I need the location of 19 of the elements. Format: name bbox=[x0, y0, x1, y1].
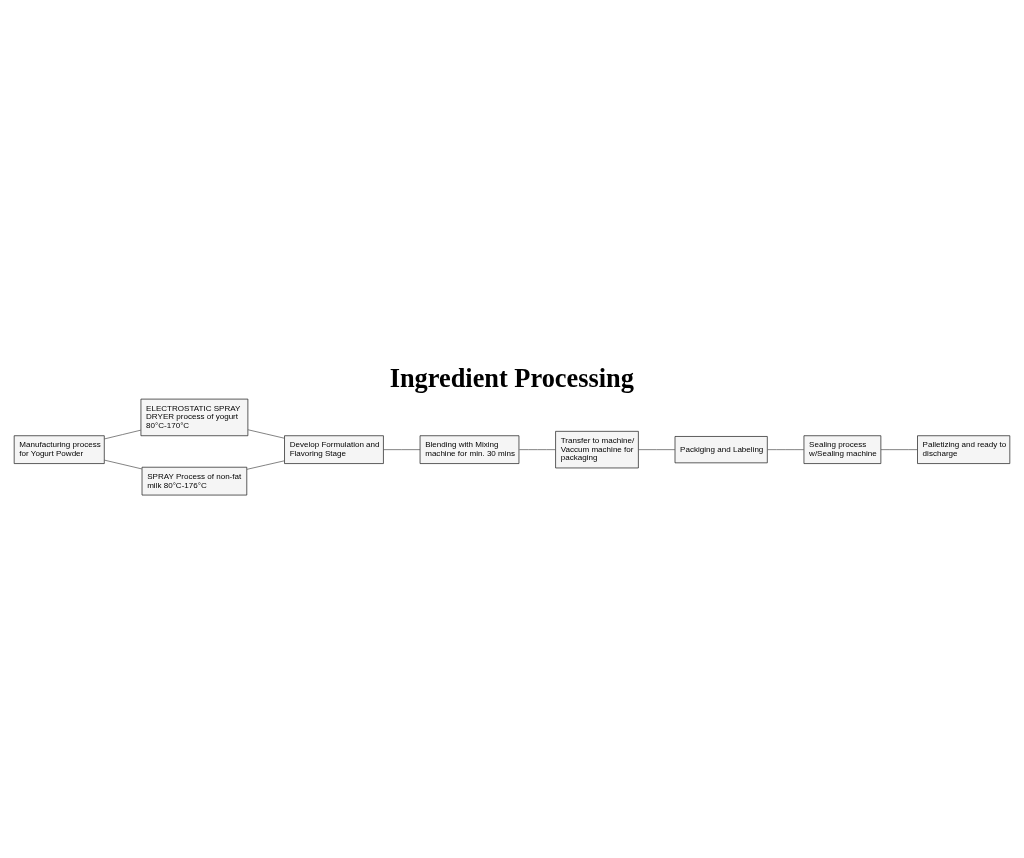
connector bbox=[518, 448, 556, 450]
connector bbox=[246, 459, 285, 470]
node-box: Manufacturing process for Yogurt Powder bbox=[13, 434, 105, 464]
node-box: Palletizing and ready to discharge bbox=[917, 434, 1011, 464]
connector bbox=[247, 428, 285, 439]
node-box: Packiging and Labeling bbox=[674, 435, 768, 463]
node-box: ELECTROSTATIC SPRAY DRYER process of yogurt 80°C-170°C bbox=[140, 398, 249, 436]
node-box: Blending with Mixing machine for min. 30 mins bbox=[419, 434, 520, 464]
diagram-title: Ingredient Processing bbox=[389, 363, 634, 393]
node-box: Develop Formulation and Flavoring Stage bbox=[284, 434, 384, 464]
connector bbox=[880, 448, 918, 450]
connector bbox=[638, 448, 676, 450]
connector bbox=[767, 448, 805, 450]
connector bbox=[103, 429, 142, 439]
node-box: Transfer to machine/ Vaccum machine for packaging bbox=[555, 430, 639, 468]
connector bbox=[103, 459, 143, 469]
node-box: SPRAY Process of non-fat milk 80°C-176°C bbox=[141, 466, 248, 495]
node-box: Sealing process w/Sealing machine bbox=[803, 434, 882, 464]
connector bbox=[383, 448, 421, 450]
